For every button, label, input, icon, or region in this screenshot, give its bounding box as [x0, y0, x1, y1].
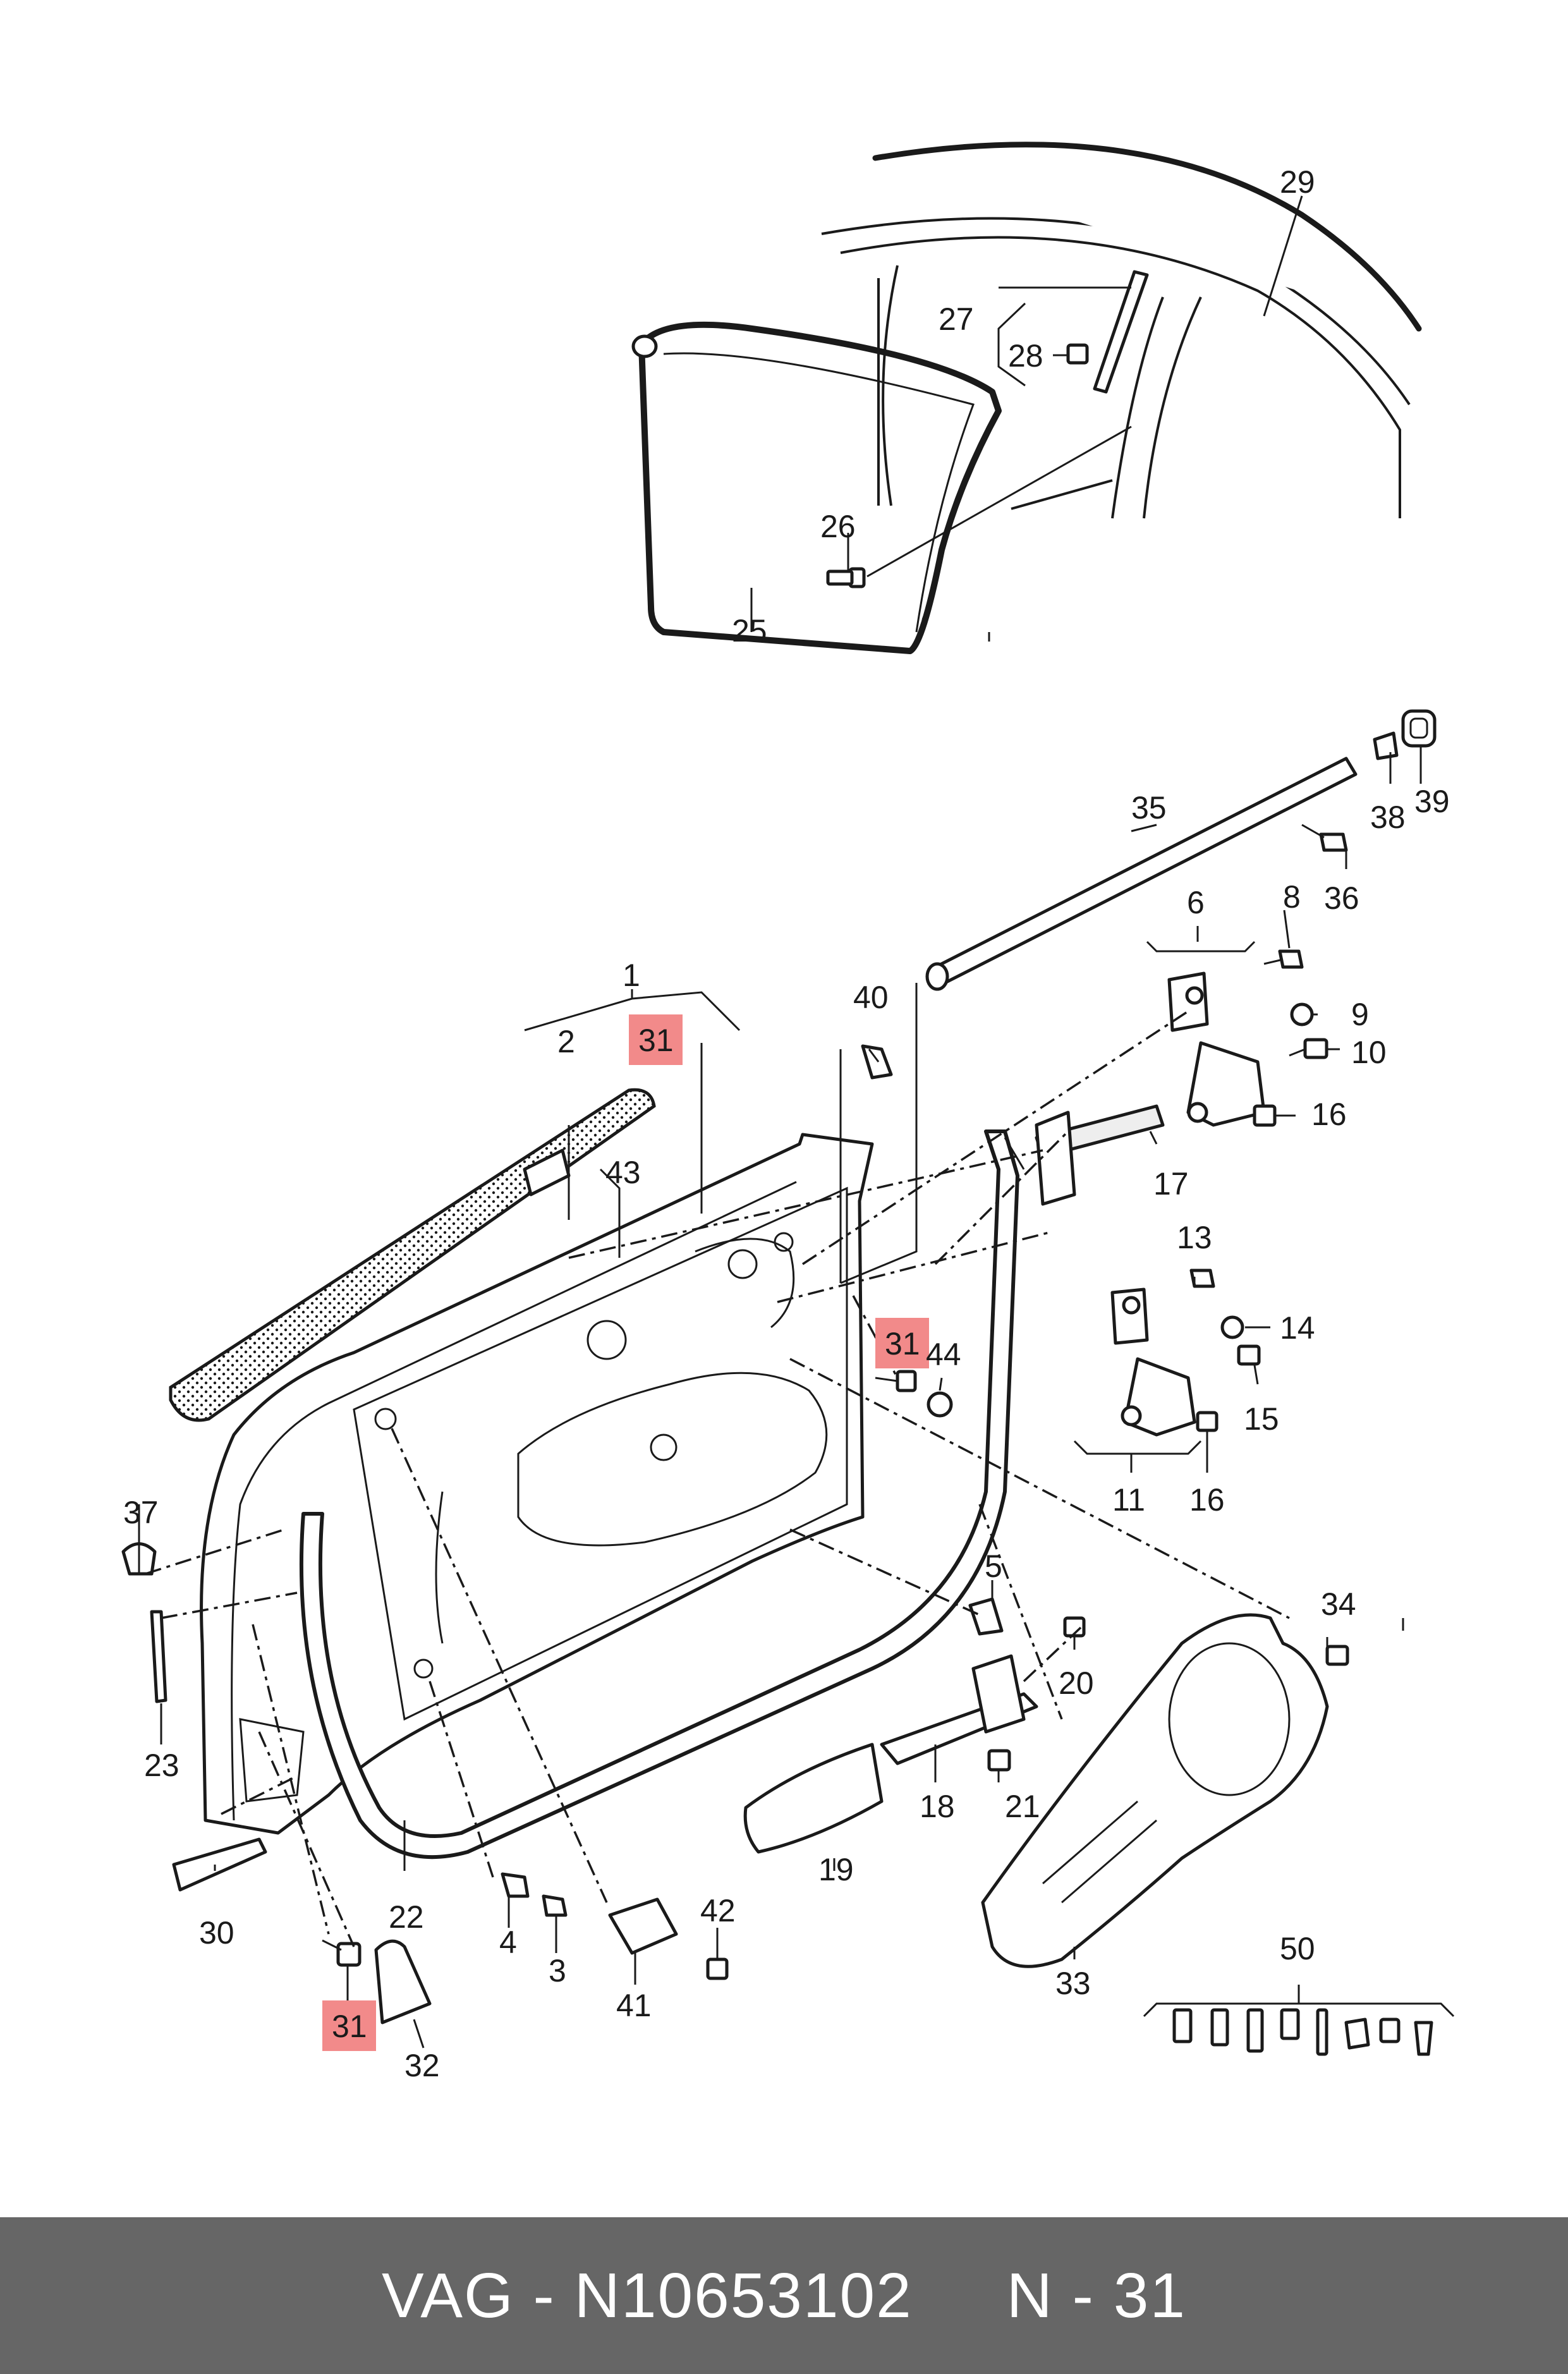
callout-43: 43	[605, 1155, 641, 1190]
callout-40: 40	[853, 980, 889, 1015]
nut-14	[1220, 1315, 1244, 1339]
fastener-set-50	[1172, 2008, 1433, 2056]
nut-9	[1290, 1002, 1314, 1026]
callout-11: 11	[1112, 1482, 1145, 1518]
callout-19: 19	[818, 1852, 854, 1887]
callout-35: 35	[1131, 790, 1167, 825]
stop-18	[880, 1654, 1038, 1765]
stud-4	[501, 1872, 530, 1898]
callout-3: 3	[549, 1953, 566, 1988]
nut-44	[927, 1391, 953, 1418]
callout-30: 30	[199, 1915, 234, 1951]
door-shell	[200, 1133, 874, 1835]
bolt-26	[826, 567, 866, 588]
seal-22	[299, 1129, 1019, 1860]
bolt-31-bottom	[322, 1939, 362, 1967]
callout-25: 25	[732, 613, 767, 648]
panel-33	[981, 1613, 1329, 1968]
parts-diagram: 29 27 28 26 25 35 38 39 36 6 8 9 10 16 1…	[121, 142, 1455, 2083]
hinge-6	[1167, 971, 1277, 1127]
callout-31-mid: 31	[885, 1326, 920, 1361]
callout-9: 9	[1351, 997, 1369, 1032]
callout-34: 34	[1321, 1586, 1356, 1622]
check-strap-17	[1035, 1104, 1165, 1206]
callout-15: 15	[1244, 1401, 1279, 1437]
callout-37: 37	[123, 1495, 159, 1530]
cover-32	[374, 1939, 432, 2024]
handle-cover-19	[743, 1743, 884, 1854]
callout-44: 44	[926, 1337, 961, 1372]
callout-21: 21	[1005, 1789, 1040, 1824]
wedge-30	[172, 1837, 267, 1892]
screw-20	[1063, 1616, 1086, 1638]
callout-10: 10	[1351, 1035, 1387, 1070]
callout-33: 33	[1055, 1966, 1091, 2001]
callout-31-bottom: 31	[332, 2009, 367, 2044]
bolt-15	[1237, 1344, 1261, 1366]
stud-40	[861, 1044, 893, 1080]
footer-bar: VAG - N10653102 N - 31	[0, 2217, 1568, 2374]
rod-35	[925, 757, 1358, 991]
bolt-8	[1263, 949, 1304, 969]
clip-28	[1066, 343, 1089, 365]
callout-38: 38	[1370, 800, 1406, 835]
callout-32: 32	[404, 2048, 440, 2083]
callout-31-top: 31	[638, 1023, 674, 1058]
callout-28: 28	[1008, 338, 1043, 374]
callout-50: 50	[1280, 1931, 1315, 1966]
callout-6: 6	[1187, 885, 1205, 920]
hinge-11	[1110, 1287, 1219, 1437]
callout-14: 14	[1280, 1310, 1315, 1346]
clip-5	[968, 1597, 1004, 1636]
callout-20: 20	[1059, 1665, 1094, 1701]
highlight-31-mid	[875, 1318, 929, 1368]
callout-13: 13	[1177, 1220, 1212, 1255]
callout-4: 4	[499, 1925, 517, 1960]
callout-2: 2	[557, 1024, 575, 1059]
callout-36: 36	[1324, 880, 1359, 916]
screw-3	[542, 1894, 568, 1917]
bolt-36	[1301, 824, 1348, 852]
callout-26: 26	[820, 509, 856, 544]
cap-38	[1373, 731, 1399, 760]
callout-42: 42	[700, 1893, 736, 1928]
screw-34	[1325, 1645, 1349, 1666]
screw-21	[987, 1749, 1011, 1772]
footer-part-number: VAG - N10653102 N - 31	[382, 2260, 1186, 2331]
callout-17: 17	[1153, 1166, 1189, 1202]
highlight-31-top	[629, 1014, 683, 1065]
callout-27: 27	[939, 301, 974, 337]
highlight-31-bottom	[322, 2000, 376, 2051]
callout-18: 18	[920, 1789, 955, 1824]
screw-42	[706, 1957, 729, 1980]
callout-39: 39	[1414, 784, 1450, 819]
strip-23	[150, 1610, 167, 1703]
callout-23: 23	[144, 1748, 179, 1783]
bolt-10	[1289, 1038, 1328, 1059]
pillar-trim-27	[1093, 270, 1149, 394]
callout-5: 5	[985, 1549, 1002, 1584]
bolt-31-mid	[875, 1370, 917, 1392]
cap-39	[1401, 709, 1437, 748]
roof-trim-29	[872, 142, 1422, 332]
callout-41: 41	[616, 1988, 652, 2023]
door-seal-frame-25	[631, 321, 1002, 654]
callout-1: 1	[623, 958, 640, 993]
callout-8: 8	[1283, 879, 1301, 915]
bracket-41	[608, 1897, 678, 1955]
callout-29: 29	[1280, 164, 1315, 200]
callout-22: 22	[389, 1899, 424, 1935]
callout-16b: 16	[1189, 1482, 1225, 1518]
callout-16a: 16	[1311, 1097, 1347, 1132]
bolt-13	[1189, 1269, 1215, 1288]
